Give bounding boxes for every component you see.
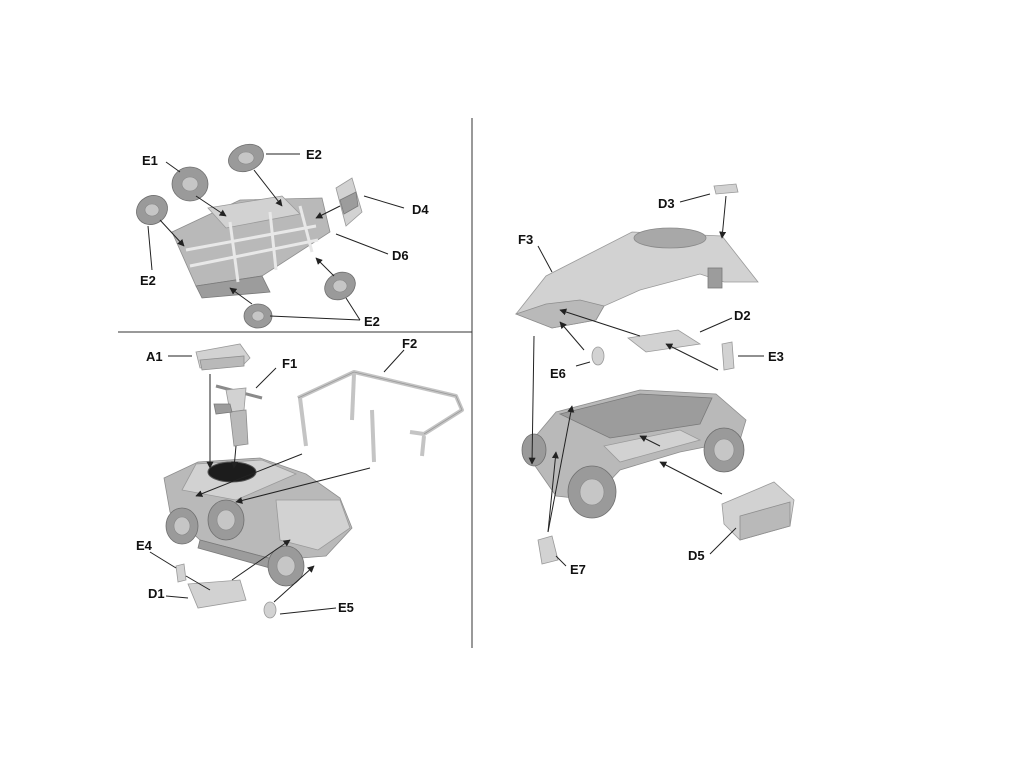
leader-e1	[165, 161, 181, 173]
turret-a1	[195, 343, 251, 371]
wheel-e1	[171, 166, 209, 202]
leader-e2-bottom-2	[345, 297, 361, 321]
frame-aerial-f2	[297, 370, 464, 463]
leader-e1-arrow	[195, 195, 227, 217]
leader-f3-arrow	[528, 335, 536, 465]
leader-d4-arrow	[315, 205, 341, 219]
label-e1: E1	[142, 153, 158, 168]
label-f3: F3	[518, 232, 533, 247]
part-e7	[537, 535, 559, 565]
label-d5: D5	[688, 548, 705, 563]
wheel-right-rear	[703, 427, 745, 473]
leader-d5-arrow-2	[639, 435, 661, 447]
leader-f1	[255, 367, 277, 389]
wheel-rear-left	[207, 499, 245, 541]
wheel-front-right	[267, 545, 305, 587]
label-d2: D2	[734, 308, 751, 323]
leader-e5	[279, 607, 337, 615]
leader-d2	[699, 317, 733, 333]
leader-e2-bottom-1	[269, 315, 361, 321]
part-d5	[721, 481, 795, 541]
label-a1: A1	[146, 349, 163, 364]
part-d2	[627, 329, 702, 353]
part-d4	[335, 177, 363, 227]
leader-d1-arrow-2	[231, 539, 291, 581]
leader-e2-right-arrow	[315, 257, 335, 277]
label-d3: D3	[658, 196, 675, 211]
leader-d2-arrow	[559, 308, 641, 337]
part-e3	[721, 341, 735, 371]
wheel-e2-top	[228, 143, 264, 173]
leader-e2-bottom-arrow	[229, 287, 253, 305]
label-d4: D4	[412, 202, 429, 217]
leader-e2-left-arrow	[159, 219, 185, 247]
leader-e6-arrow	[559, 321, 585, 351]
vehicle-assembled-left	[163, 457, 353, 609]
label-e2-bottom: E2	[364, 314, 380, 329]
wheel-front-left	[165, 507, 199, 545]
label-e3: E3	[768, 349, 784, 364]
wheel-right-left	[521, 433, 547, 467]
gun-mount-f1	[213, 384, 263, 447]
leader-f1-arrow	[231, 445, 239, 469]
leader-f2	[383, 349, 405, 373]
leader-e6	[575, 361, 591, 367]
label-d1: D1	[148, 586, 165, 601]
label-e7: E7	[570, 562, 586, 577]
part-e5	[263, 601, 277, 619]
leader-d1	[165, 595, 189, 599]
leader-d1-arrow-1	[185, 575, 211, 591]
chassis-underside	[171, 195, 331, 299]
wheel-e2-right	[324, 271, 356, 301]
label-f1: F1	[282, 356, 297, 371]
label-d6: D6	[392, 248, 409, 263]
leader-e4	[149, 551, 177, 569]
upper-hull-f3	[514, 227, 759, 329]
leader-d3	[679, 193, 711, 203]
leader-f2-arrow-1	[195, 453, 303, 497]
label-e6: E6	[550, 366, 566, 381]
wheel-right-front	[567, 465, 617, 519]
label-e5: E5	[338, 600, 354, 615]
label-f2: F2	[402, 336, 417, 351]
leader-d3-arrow	[719, 195, 727, 239]
part-e4	[175, 563, 187, 583]
part-e6	[591, 346, 605, 366]
leader-d5	[709, 527, 737, 555]
leader-f2-arrow-2	[235, 467, 371, 504]
leader-e7-arrow-1	[547, 405, 575, 533]
wheel-e2-left	[136, 195, 168, 225]
leader-e2-left	[147, 225, 153, 271]
leader-e2-top-arrow	[253, 169, 283, 207]
label-e4: E4	[136, 538, 153, 553]
leader-d4	[363, 195, 405, 209]
leader-e7	[555, 555, 567, 567]
leader-d5-arrow-1	[659, 461, 723, 495]
leader-e5-arrow	[273, 565, 315, 603]
wheel-e2-bottom	[243, 303, 273, 329]
part-d3	[713, 183, 739, 195]
leader-e3-arrow	[665, 343, 719, 371]
leader-e7-arrow-2	[547, 451, 559, 533]
label-e2-left: E2	[140, 273, 156, 288]
label-e2-top: E2	[306, 147, 322, 162]
leader-f3	[537, 245, 553, 273]
leader-d6	[335, 233, 389, 255]
